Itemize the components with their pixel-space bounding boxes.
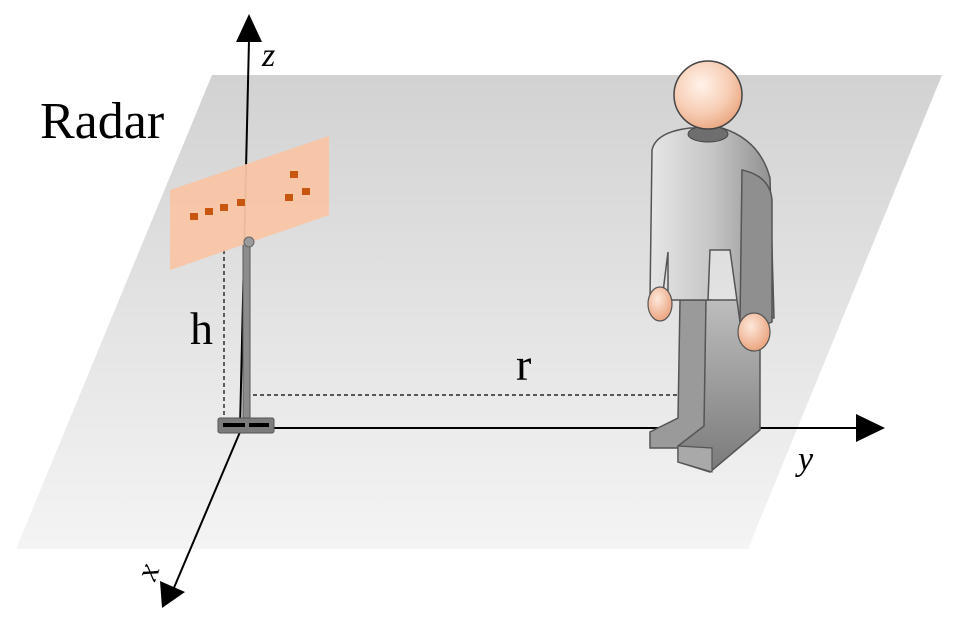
range-label: r [516, 339, 531, 390]
height-label: h [190, 303, 213, 354]
antenna-elements [190, 171, 310, 220]
radar-label: Radar [40, 93, 164, 150]
person-head [673, 60, 743, 130]
person-figure [647, 60, 775, 473]
x-axis [160, 431, 241, 608]
radar-pole [242, 242, 251, 427]
radar-base [217, 417, 275, 434]
y-axis-label: y [795, 441, 814, 478]
x-axis-label: x [127, 559, 166, 586]
left-hand [647, 286, 673, 322]
radar-panel-icon [170, 136, 329, 270]
z-axis-label: z [261, 37, 275, 74]
right-hand [737, 312, 771, 352]
